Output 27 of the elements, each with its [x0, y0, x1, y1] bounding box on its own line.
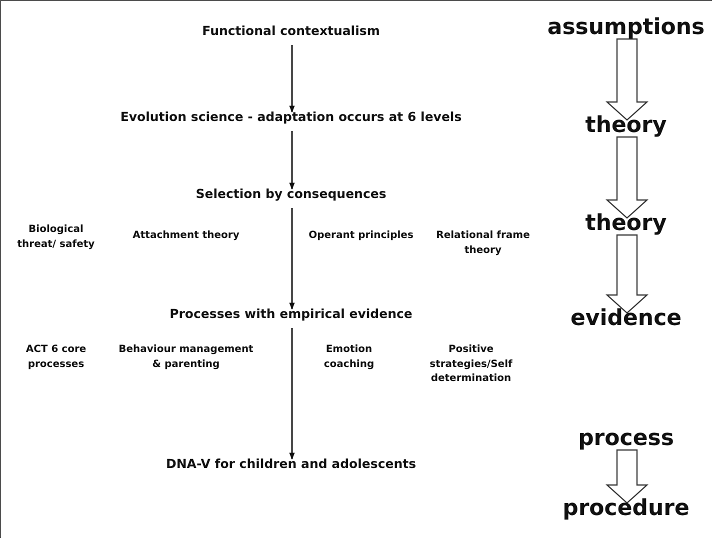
item-label: Emotion coaching [322, 343, 376, 372]
item-label: Positive strategies/Self determination [428, 343, 514, 386]
stage-heading: assumptions [547, 15, 705, 40]
stage-heading: theory [585, 113, 667, 138]
arrow [289, 45, 295, 113]
level-text: Selection by consequences [196, 186, 386, 201]
level-text: Evolution science - adaptation occurs at 6 levels [120, 109, 462, 124]
arrow [289, 208, 295, 310]
stage-heading: theory [585, 211, 667, 236]
block-arrow [605, 136, 649, 219]
item-label: ACT 6 core processes [24, 343, 88, 372]
item-label: Biological threat/ safety [16, 223, 96, 252]
item-label: Operant principles [308, 229, 414, 243]
block-arrow [605, 38, 649, 121]
item-label: Behaviour management & parenting [118, 343, 254, 372]
item-label: Attachment theory [132, 229, 240, 243]
item-label: Relational frame theory [435, 229, 531, 258]
block-arrow [605, 234, 649, 314]
stage-heading: process [578, 426, 674, 451]
arrow [289, 328, 295, 460]
level-text: Functional contextualism [202, 23, 380, 38]
stage-heading: evidence [570, 306, 682, 331]
level-text: Processes with empirical evidence [170, 306, 412, 321]
stage-heading: procedure [562, 496, 690, 521]
level-text: DNA-V for children and adolescents [166, 456, 416, 471]
block-arrow [605, 449, 649, 504]
arrow [289, 131, 295, 190]
